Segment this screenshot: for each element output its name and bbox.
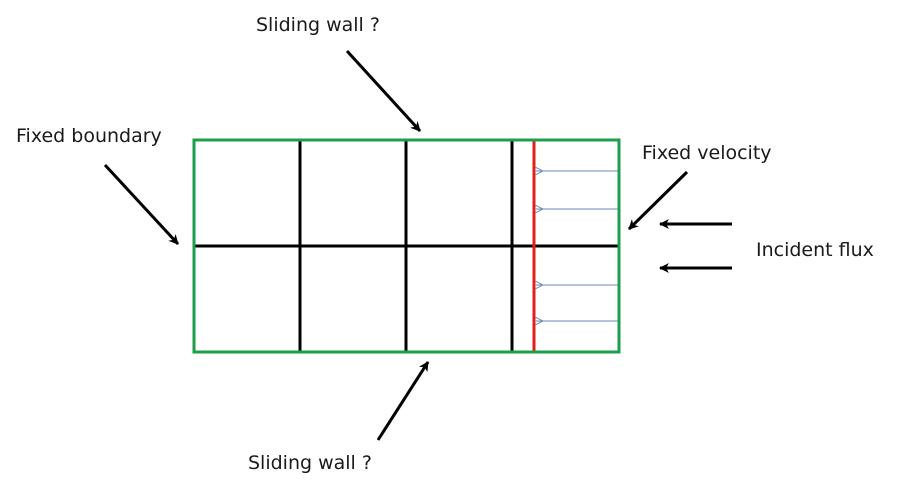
arrow-top-wall	[345, 49, 422, 133]
label-fixed-velocity: Fixed velocity	[642, 142, 772, 164]
arrow-left-boundary	[103, 163, 180, 246]
label-bottom-sliding-wall: Sliding wall ?	[248, 452, 372, 474]
grid-lines	[195, 141, 618, 352]
callout-arrows	[103, 49, 732, 441]
label-fixed-boundary: Fixed boundary	[16, 125, 162, 147]
velocity-arrows	[536, 171, 618, 321]
arrow-fixed-velocity	[627, 170, 689, 231]
label-incident-flux: Incident flux	[756, 239, 874, 261]
domain-boundary	[192, 138, 621, 354]
label-top-sliding-wall: Sliding wall ?	[256, 14, 380, 36]
arrow-bottom-wall	[376, 361, 430, 441]
